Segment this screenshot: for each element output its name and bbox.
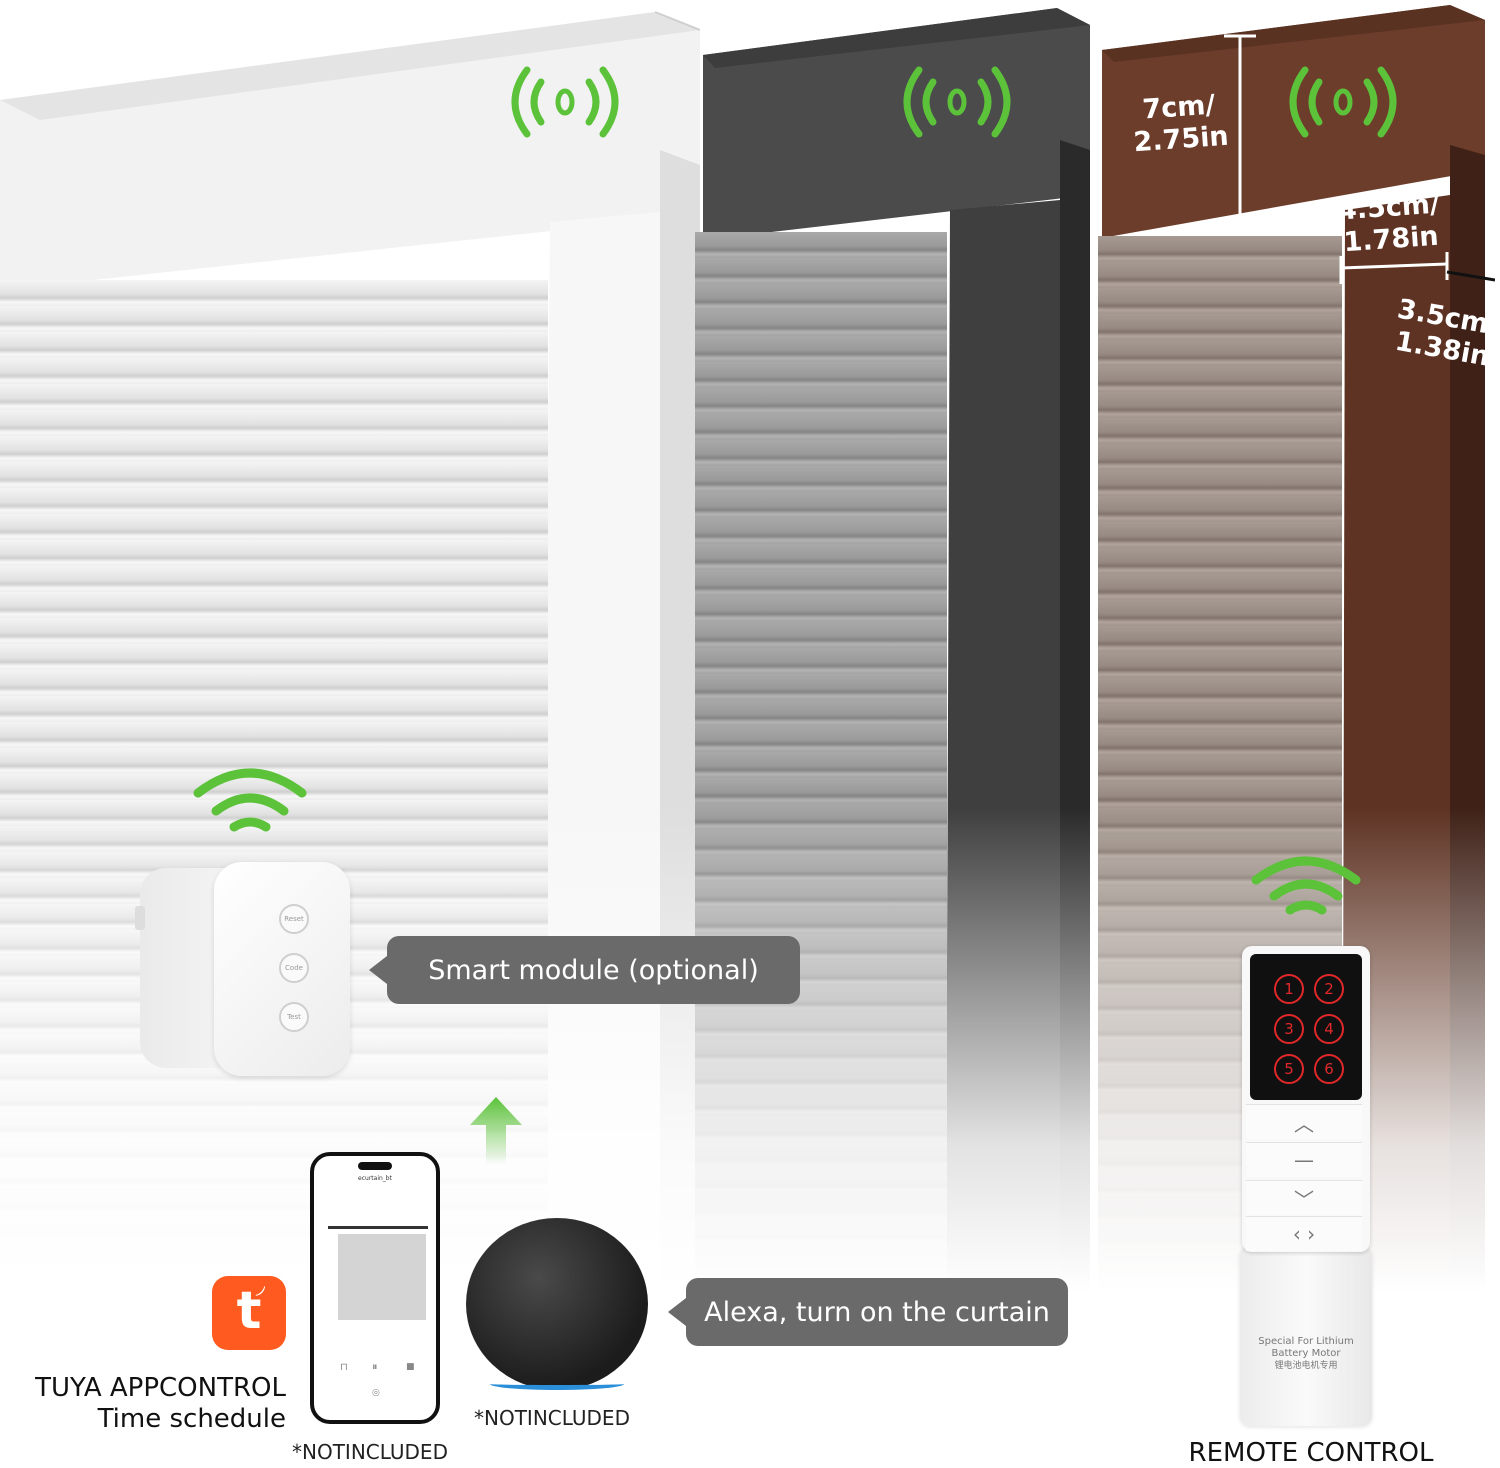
remote-key-6[interactable]: 6 xyxy=(1314,1054,1344,1084)
depth-dimension-label: 4.5cm/ 1.78in xyxy=(1336,188,1441,259)
depth-dimension-line xyxy=(1339,252,1495,284)
remote-key-2[interactable]: 2 xyxy=(1314,974,1344,1004)
phone-close-button[interactable]: ⊓ xyxy=(340,1362,348,1373)
remote-holder xyxy=(1240,1246,1372,1426)
signal-waves-icon xyxy=(511,66,619,138)
remote-key-3[interactable]: 3 xyxy=(1274,1014,1304,1044)
echo-light-ring xyxy=(490,1378,624,1390)
signal-waves-icon xyxy=(903,66,1011,138)
module-test-button[interactable]: Test xyxy=(279,1002,309,1032)
alexa-not-included: *NOTINCLUDED xyxy=(474,1406,630,1430)
phone-curtain-preview xyxy=(338,1234,426,1320)
smart-module-device: Reset Code Test xyxy=(135,862,350,1076)
signal-waves-icon xyxy=(1289,66,1397,138)
remote-keypad xyxy=(1250,954,1362,1100)
module-reset-button[interactable]: Reset xyxy=(279,904,309,934)
remote-key-4[interactable]: 4 xyxy=(1314,1014,1344,1044)
tuya-logo: t ) xyxy=(212,1276,286,1350)
height-dimension-line xyxy=(1224,34,1256,222)
tuya-logo-letter: t xyxy=(236,1281,262,1341)
remote-caption: REMOTE CONTROL xyxy=(1188,1438,1434,1468)
remote-key-1[interactable]: 1 xyxy=(1274,974,1304,1004)
smart-module-bubble: Smart module (optional) xyxy=(369,936,800,1004)
remote-stop-button[interactable]: — xyxy=(1246,1142,1362,1177)
wifi-icon xyxy=(193,768,307,832)
wifi-icon xyxy=(1251,856,1361,915)
height-dimension-label: 7cm/ 2.75in xyxy=(1132,89,1230,159)
phone-app-title: ecurtain_bt xyxy=(358,1175,392,1182)
phone-open-button[interactable]: ■ xyxy=(406,1362,415,1372)
phone: ecurtain_bt ⊓ ⏸ ■ ◎ xyxy=(310,1152,440,1424)
remote-up-button[interactable]: ︿ xyxy=(1246,1104,1362,1139)
alexa-bubble: Alexa, turn on the curtain xyxy=(668,1278,1068,1346)
remote-key-5[interactable]: 5 xyxy=(1274,1054,1304,1084)
remote-holder-label: Special For Lithium Battery Motor 锂电池电机专… xyxy=(1258,1336,1354,1371)
remote-control: Special For Lithium Battery Motor 锂电池电机专… xyxy=(1240,946,1372,1426)
echo-speaker xyxy=(466,1218,648,1390)
remote-left-right-button[interactable]: ‹ › xyxy=(1246,1216,1362,1251)
tuya-caption-line2: Time schedule xyxy=(97,1404,286,1434)
remote-down-button[interactable]: ﹀ xyxy=(1246,1180,1362,1215)
arrow-up-icon xyxy=(470,1097,522,1165)
module-code-button[interactable]: Code xyxy=(279,953,309,983)
phone-pause-button[interactable]: ⏸ xyxy=(372,1360,378,1373)
tuya-not-included: *NOTINCLUDED xyxy=(292,1440,448,1464)
tuya-caption-line1: TUYA APPCONTROL xyxy=(35,1373,286,1403)
